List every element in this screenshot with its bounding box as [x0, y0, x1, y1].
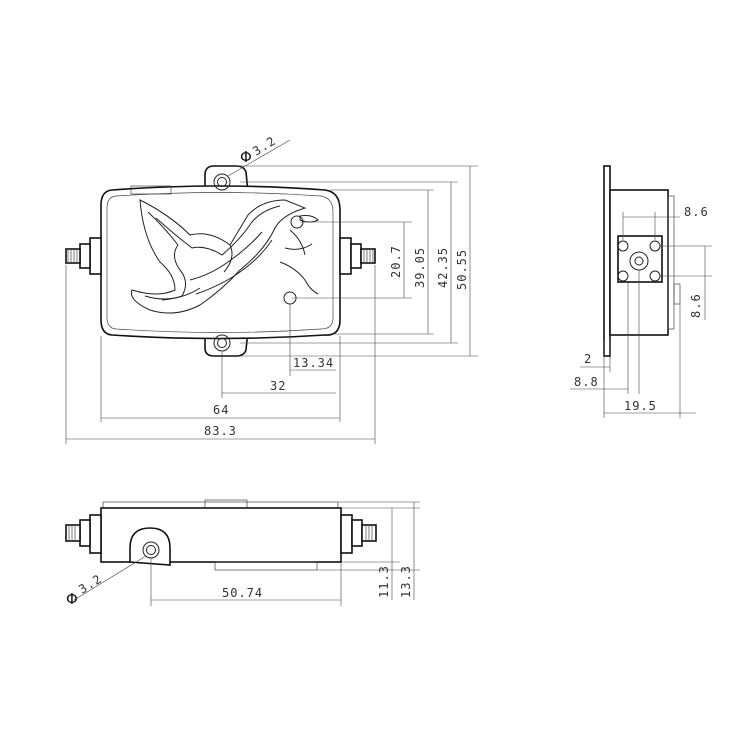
amplifier-body	[100, 185, 341, 340]
bird-logo	[130, 199, 319, 314]
dim-42-35: 42.35	[436, 247, 450, 288]
front-view: Φ 3.2 20.7 39.05 42.35 50.55	[65, 134, 478, 444]
dim-64: 64	[213, 403, 229, 417]
dim-8-6-right: 8.6	[689, 293, 703, 318]
bottom-hole-inner	[146, 545, 156, 555]
dim-50-74: 50.74	[222, 586, 263, 600]
bottom-mount-tab	[129, 527, 171, 566]
bottom-view: Φ 3.2 50.74 11.3 13.3	[65, 499, 420, 608]
front-horizontal-dimensions: 13.34 32 64 83.3	[65, 265, 376, 444]
top-mount-hole-inner	[217, 177, 227, 187]
dim-19-5: 19.5	[624, 399, 657, 413]
dim-2: 2	[584, 352, 592, 366]
dim-39-05: 39.05	[413, 247, 427, 288]
side-rear-plate	[667, 195, 675, 330]
label-strip	[130, 185, 172, 195]
dim-13-34: 13.34	[293, 356, 334, 370]
front-vertical-dimensions: 20.7 39.05 42.35 50.55	[236, 165, 478, 357]
bottom-foot	[214, 561, 318, 571]
side-screw-bl	[617, 270, 629, 282]
bottom-mount-hole	[213, 334, 231, 352]
dim-8-6-top: 8.6	[684, 205, 709, 219]
top-mount-hole	[213, 173, 231, 191]
side-flange	[603, 165, 611, 357]
bottom-diameter-symbol: Φ	[66, 590, 78, 608]
dim-8-8: 8.8	[574, 375, 599, 389]
side-view: 8.6 8.6 2 8.8 19.5	[570, 165, 712, 418]
dim-11-3: 11.3	[377, 565, 391, 598]
dim-20-7: 20.7	[389, 245, 403, 278]
dim-83-3: 83.3	[204, 424, 237, 438]
body-inner-outline	[106, 192, 334, 333]
bottom-hole-dia: 3.2	[76, 572, 104, 597]
dim-32: 32	[270, 379, 286, 393]
side-screw-tl	[617, 240, 629, 252]
bottom-mount-hole-inner	[217, 338, 227, 348]
dim-50-55: 50.55	[455, 249, 469, 290]
bottom-top-strip	[102, 501, 339, 509]
side-sma-inner	[634, 256, 644, 266]
right-sma-connector	[339, 237, 376, 275]
diameter-symbol: Φ	[240, 148, 252, 166]
bottom-right-sma	[340, 514, 377, 554]
bottom-left-sma	[65, 514, 102, 554]
side-rear-knob	[673, 283, 681, 305]
left-sma-connector	[65, 237, 102, 275]
dim-13-3: 13.3	[399, 565, 413, 598]
bottom-top-tab	[204, 499, 248, 509]
side-connector-flange	[617, 235, 663, 283]
